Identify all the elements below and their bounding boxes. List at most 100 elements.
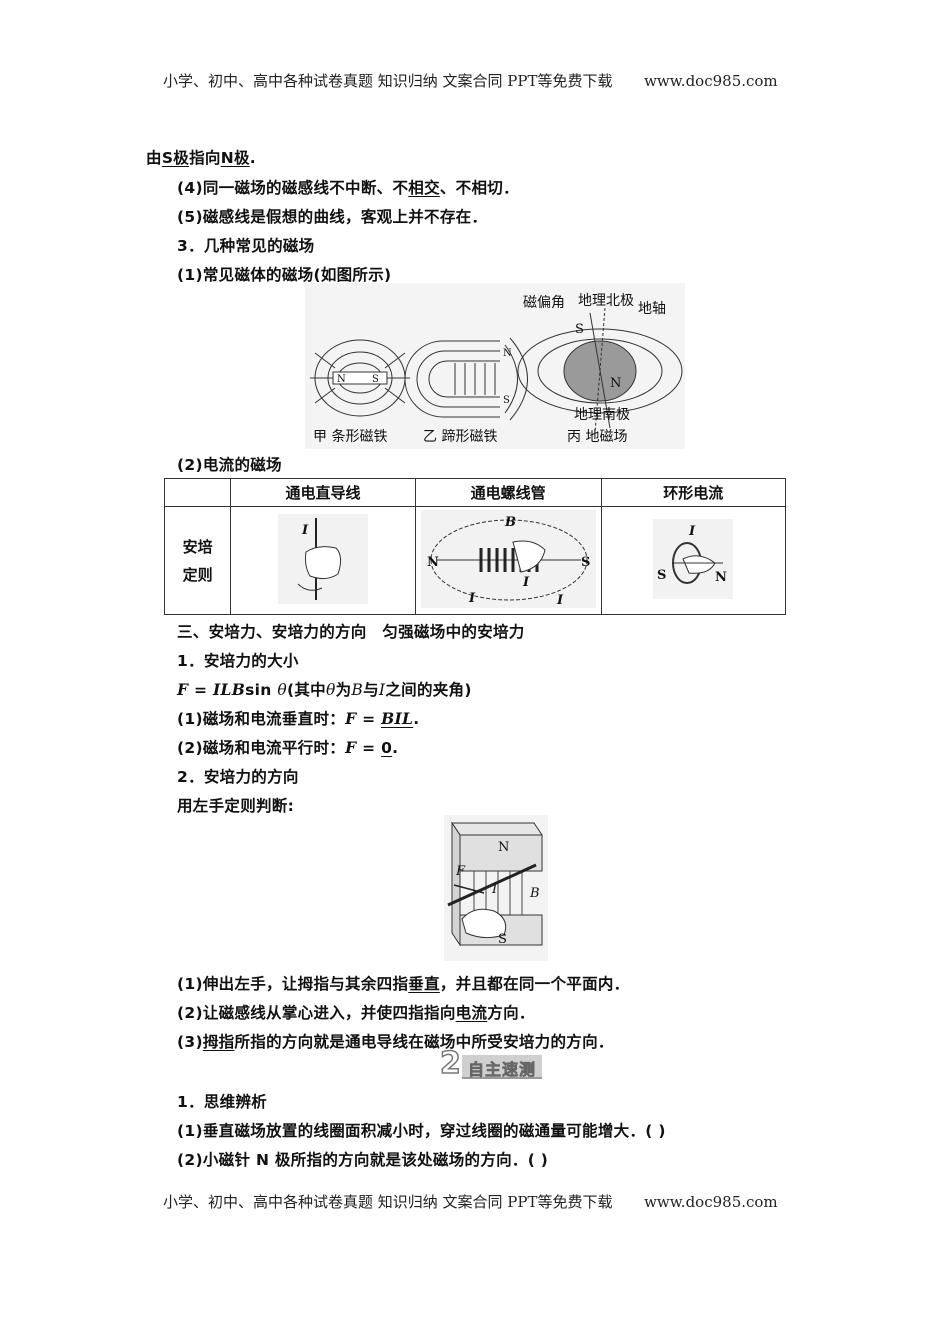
- line-thinking-analysis: 1．思维辨析: [177, 1093, 268, 1111]
- var: θ: [277, 681, 287, 699]
- text: 之间的夹角): [385, 681, 472, 699]
- bar-magnet-diagram: N S: [310, 339, 410, 417]
- table-header-row: 通电直导线 通电螺线管 环形电流: [163, 478, 787, 507]
- header-site: www.doc985.com: [644, 72, 778, 90]
- underlined-answer: 0: [381, 739, 393, 757]
- text: 由: [146, 149, 162, 167]
- text: (其中: [286, 681, 326, 699]
- left-hand-rule-figure: N F I B S: [444, 815, 548, 961]
- text: 方向．: [487, 1004, 535, 1022]
- text: =: [188, 681, 213, 699]
- b-label: B: [504, 515, 516, 530]
- solenoid-cell: B N S I I I: [414, 506, 602, 615]
- solenoid-hand-figure: B N S I I I: [420, 509, 596, 608]
- n-label: N: [715, 570, 727, 585]
- declination-label: 磁偏角: [523, 295, 565, 311]
- text: (2)磁场和电流平行时：: [177, 739, 346, 757]
- page-footer: 小学、初中、高中各种试卷真题 知识归纳 文案合同 PPT等免费下载 www.do…: [163, 1191, 778, 1212]
- underlined-answer: N极: [220, 149, 250, 167]
- section-heading-3: 3．几种常见的磁场: [177, 237, 315, 255]
- table-row: 安培 定则 I: [163, 506, 787, 615]
- underlined-answer: 拇指: [202, 1033, 235, 1051]
- text: 与: [363, 681, 379, 699]
- caption-horseshoe-magnet: 乙 蹄形磁铁: [423, 428, 497, 445]
- var: ILB: [213, 680, 246, 699]
- underlined-answer: S极: [161, 149, 190, 167]
- s-pole-label: S: [498, 932, 507, 947]
- table-header-cell: 通电直导线: [230, 478, 416, 507]
- line-common-magnets: (1)常见磁体的磁场(如图所示): [177, 266, 392, 284]
- text: 、不相切．: [439, 179, 519, 197]
- table-header-cell: 环形电流: [600, 478, 787, 507]
- var: θ: [325, 681, 336, 699]
- svg-text:N: N: [503, 348, 512, 359]
- svg-text:S: S: [503, 395, 510, 406]
- text: (1)磁场和电流垂直时：: [177, 710, 346, 728]
- footer-site: www.doc985.com: [644, 1193, 778, 1211]
- line-force-formula: F = ILBsin θ(其中θ为B与I之间的夹角): [177, 678, 472, 700]
- table-header-cell: [163, 478, 232, 507]
- badge-title: 自主速测: [468, 1060, 537, 1080]
- line-rule-step-1: (1)伸出左手，让拇指与其余四指垂直，并且都在同一个平面内．: [177, 972, 629, 994]
- current-label: I: [556, 593, 564, 608]
- caption-bar-magnet: 甲 条形磁铁: [313, 428, 387, 445]
- svg-text:N: N: [337, 374, 346, 385]
- question-2: (2)小磁针 N 极所指的方向就是该处磁场的方向．( ): [177, 1151, 549, 1169]
- row-label-line: 定则: [182, 565, 213, 584]
- text: .: [392, 739, 399, 757]
- footer-text: 小学、初中、高中各种试卷真题 知识归纳 文案合同 PPT等免费下载: [163, 1193, 613, 1211]
- current-label: I: [522, 575, 530, 590]
- earth-magnetic-field-diagram: [517, 307, 683, 434]
- row-label: 安培 定则: [163, 506, 232, 615]
- text: (2)让磁感线从掌心进入，并使四指指向: [177, 1004, 456, 1022]
- horseshoe-magnet-diagram: N S: [404, 337, 528, 421]
- line-rule-step-2: (2)让磁感线从掌心进入，并使四指指向电流方向．: [177, 1001, 535, 1023]
- header-text: 小学、初中、高中各种试卷真题 知识归纳 文案合同 PPT等免费下载: [163, 72, 613, 90]
- force-label: F: [455, 864, 466, 879]
- line-item-5: (5)磁感线是假想的曲线，客观上并不存在．: [177, 208, 488, 226]
- question-1: (1)垂直磁场放置的线圈面积减小时，穿过线圈的磁通量可能增大．( ): [177, 1122, 666, 1140]
- caption-earth-field: 丙 地磁场: [567, 429, 627, 445]
- earth-s-pole-label: S: [575, 322, 584, 337]
- loop-current-cell: I S N: [600, 506, 787, 615]
- text: ，并且都在同一个平面内．: [439, 975, 630, 993]
- text: 为: [335, 681, 352, 699]
- text: .: [413, 710, 420, 728]
- text: .: [249, 149, 256, 167]
- text: =: [356, 710, 382, 728]
- text: (3): [177, 1033, 203, 1051]
- table-header-cell: 通电螺线管: [414, 478, 602, 507]
- underlined-answer: 垂直: [408, 975, 440, 993]
- line-perpendicular: (1)磁场和电流垂直时：F = BIL.: [177, 707, 419, 729]
- text: 所指的方向就是通电导线在磁场中所受安培力的方向．: [234, 1033, 614, 1051]
- line-current-field: (2)电流的磁场: [177, 456, 282, 474]
- earth-axis-label: 地轴: [638, 301, 666, 317]
- text: (4)同一磁场的磁感线不中断、不: [177, 179, 409, 197]
- magnet-field-figure: N S N S 磁偏角 地理北极 地轴 S N 地理南极 甲 条形磁铁 乙 蹄形…: [305, 283, 685, 449]
- page-header: 小学、初中、高中各种试卷真题 知识归纳 文案合同 PPT等免费下载 www.do…: [163, 70, 778, 91]
- loop-current-hand-figure: I S N: [653, 518, 734, 599]
- current-label: I: [491, 882, 498, 897]
- badge-bar: [462, 1055, 542, 1079]
- var: F: [345, 738, 357, 757]
- badge-number: 2: [439, 1045, 461, 1082]
- b-label: B: [529, 886, 540, 901]
- line-s-to-n: 由S极指向N极.: [146, 146, 256, 168]
- line-item-4: (4)同一磁场的磁感线不中断、不相交、不相切．: [177, 176, 519, 198]
- text: (1)伸出左手，让拇指与其余四指: [177, 975, 409, 993]
- underlined-answer: 电流: [455, 1004, 488, 1022]
- line-force-direction: 2．安培力的方向: [177, 768, 299, 786]
- row-label-line: 安培: [182, 537, 213, 556]
- text: 指向: [189, 149, 221, 167]
- text: =: [356, 739, 382, 757]
- current-label: I: [688, 524, 696, 539]
- s-label: S: [657, 568, 666, 583]
- earth-n-pole-label: N: [610, 376, 621, 391]
- current-label: I: [468, 591, 476, 606]
- s-label: S: [581, 555, 590, 570]
- line-rule-step-3: (3)拇指所指的方向就是通电导线在磁场中所受安培力的方向．: [177, 1030, 614, 1052]
- section-heading-ampere-force: 三、安培力、安培力的方向 匀强磁场中的安培力: [177, 623, 525, 641]
- text: sin: [245, 681, 278, 699]
- n-pole-label: N: [498, 840, 509, 855]
- geographic-south-label: 地理南极: [574, 407, 630, 423]
